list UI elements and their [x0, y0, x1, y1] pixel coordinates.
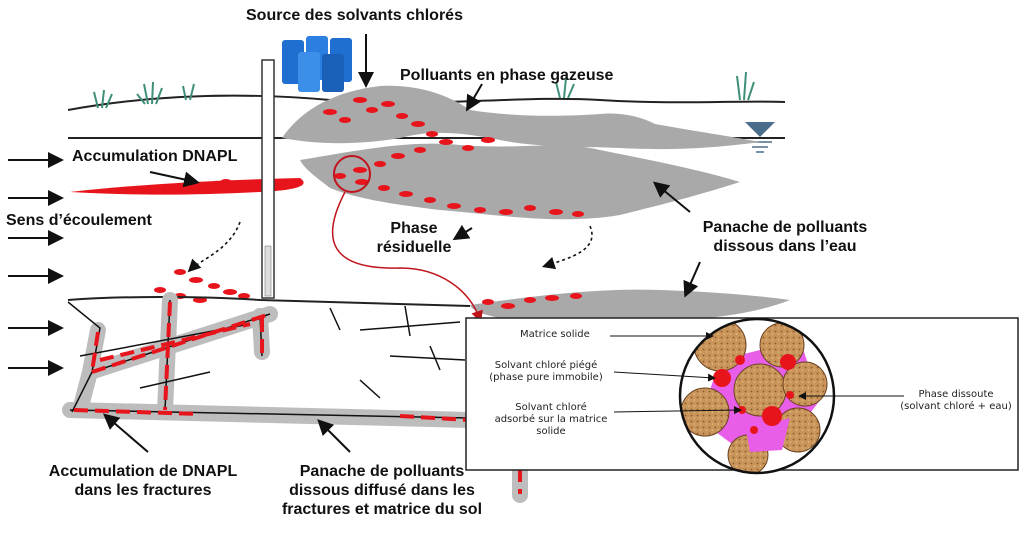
- dnapl-residual-blobs: [154, 97, 584, 309]
- monitoring-well-icon: [261, 59, 275, 299]
- gas-phase-plume: [282, 85, 760, 150]
- drum-icon: [282, 36, 352, 92]
- label-pointer-arrows: [102, 83, 701, 453]
- inset-dissolved-phase-label: Phase dissoute(solvant chloré + eau): [900, 389, 1012, 412]
- residual-phase-highlight: [333, 155, 371, 193]
- inset-pointer-arrows: [610, 332, 904, 415]
- zoom-link-arrow: [331, 191, 483, 323]
- gas-phase-label: Polluants en phase gazeuse: [400, 67, 614, 84]
- flow-arrows: [8, 152, 64, 376]
- source-label: Source des solvants chlorés: [246, 7, 463, 24]
- dissolved-plume-upper: [300, 143, 740, 220]
- inset-solid-matrix-label: Matrice solide: [520, 329, 590, 340]
- flow-direction-label: Sens d’écoulement: [6, 212, 152, 229]
- dnapl-accumulation-label: Accumulation DNAPL: [72, 148, 238, 165]
- grass-icon: [93, 71, 755, 109]
- fracture-dnapl-dashes: [73, 301, 522, 494]
- inset-trapped-solvent-label: Solvant chloré piégé(phase pure immobile…: [489, 360, 603, 383]
- migration-dotted-arrows: [187, 221, 593, 273]
